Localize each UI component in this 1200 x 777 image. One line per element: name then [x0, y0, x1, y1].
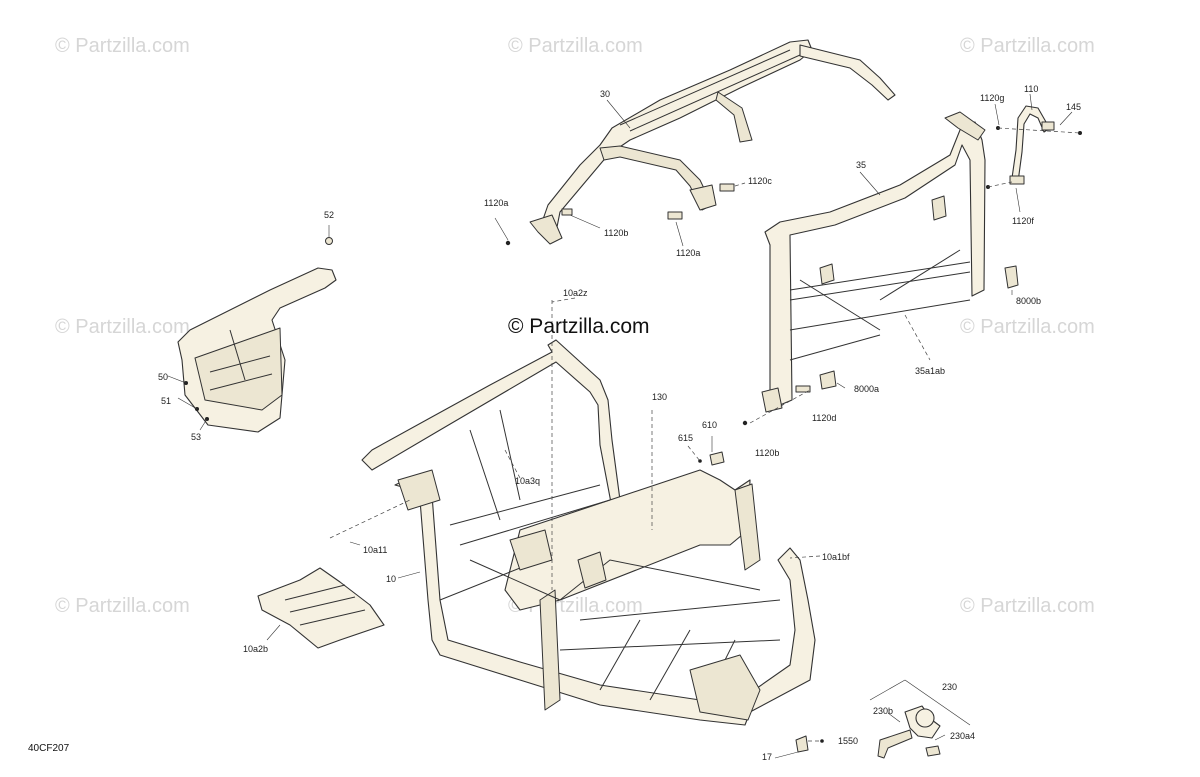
watermark-center: © Partzilla.com [508, 315, 650, 338]
callout-10a1bf[interactable]: 10a1bf [822, 552, 850, 562]
callout-17[interactable]: 17 [762, 752, 772, 762]
part-10a2b-skid-plate[interactable] [257, 567, 385, 649]
callout-1120c[interactable]: 1120c [748, 176, 772, 186]
callout-230[interactable]: 230 [942, 682, 957, 692]
callout-10[interactable]: 10 [386, 574, 396, 584]
watermark-bottom-right: © Partzilla.com [960, 595, 1095, 617]
part-30-roll-bar[interactable] [529, 39, 896, 245]
callout-1120b-low[interactable]: 1120b [755, 448, 779, 458]
hardware-fasteners [184, 126, 1082, 753]
part-10-main-frame[interactable] [361, 339, 816, 726]
callout-35[interactable]: 35 [856, 160, 866, 170]
callout-1120a-top[interactable]: 1120a [484, 198, 508, 208]
callout-1120d[interactable]: 1120d [812, 413, 836, 423]
callout-1120a-mid[interactable]: 1120a [676, 248, 700, 258]
callout-110[interactable]: 110 [1024, 84, 1038, 94]
part-110-grab-handle[interactable] [1009, 105, 1055, 185]
watermark-top-left: © Partzilla.com [55, 35, 190, 57]
callout-8000b[interactable]: 8000b [1016, 296, 1041, 306]
callout-130[interactable]: 130 [652, 392, 667, 402]
callout-610[interactable]: 610 [702, 420, 717, 430]
watermark-mid-right: © Partzilla.com [960, 316, 1095, 338]
callout-10a3q[interactable]: 10a3q [515, 476, 540, 486]
callout-51[interactable]: 51 [161, 396, 171, 406]
callout-10a11[interactable]: 10a11 [363, 545, 387, 555]
callout-10a2b[interactable]: 10a2b [243, 644, 268, 654]
callout-1120g[interactable]: 1120g [980, 93, 1004, 103]
callout-615[interactable]: 615 [678, 433, 693, 443]
callout-53[interactable]: 53 [191, 432, 201, 442]
callout-1120b-top[interactable]: 1120b [604, 228, 628, 238]
watermark-top-right: © Partzilla.com [960, 35, 1095, 57]
watermark-mid-left: © Partzilla.com [55, 316, 190, 338]
diagram-code: 40CF207 [28, 743, 70, 754]
watermark-top-center: © Partzilla.com [508, 35, 643, 57]
callout-230a4[interactable]: 230a4 [950, 731, 975, 741]
callout-30[interactable]: 30 [600, 89, 610, 99]
leader-lines [167, 93, 1081, 759]
callout-1550[interactable]: 1550 [838, 736, 858, 746]
callout-145[interactable]: 145 [1066, 102, 1081, 112]
callout-35a1ab[interactable]: 35a1ab [915, 366, 945, 376]
watermark-bottom-left: © Partzilla.com [55, 595, 190, 617]
callout-1120f[interactable]: 1120f [1012, 216, 1034, 226]
callout-52[interactable]: 52 [324, 210, 334, 220]
part-50-support-bracket[interactable] [177, 267, 337, 433]
part-230-tow-hitch[interactable] [877, 705, 941, 759]
callout-230b[interactable]: 230b [873, 706, 893, 716]
callout-labels: 30 35 110 145 1120g 1120f 1120a 1120b 11… [158, 84, 1081, 762]
part-35-rear-cage[interactable] [761, 111, 986, 413]
callout-50[interactable]: 50 [158, 372, 168, 382]
callout-8000a[interactable]: 8000a [854, 384, 879, 394]
callout-10a2z[interactable]: 10a2z [563, 288, 588, 298]
